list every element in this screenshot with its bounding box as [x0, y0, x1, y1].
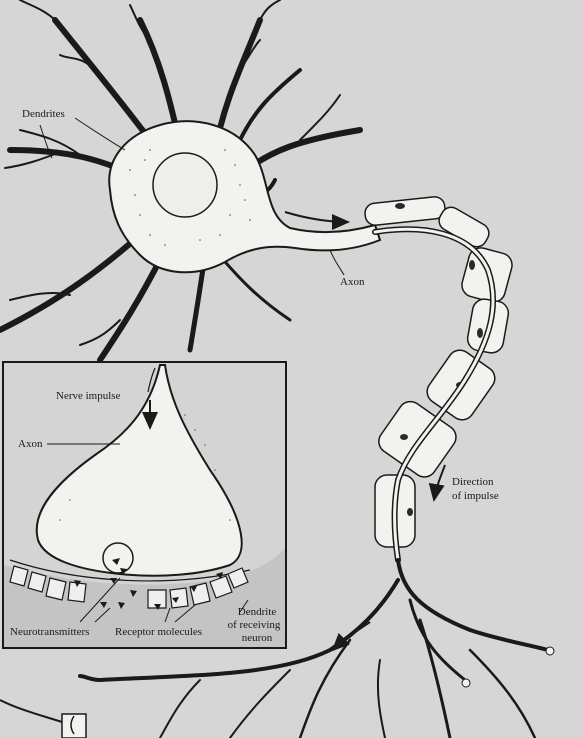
label-inset-axon: Axon: [18, 438, 43, 450]
direction-arrow: [428, 464, 446, 502]
inset-axon-terminal: [35, 364, 243, 577]
label-dendrite-line1: Dendrite: [237, 606, 277, 618]
label-dendrite-line3: neuron: [241, 632, 273, 644]
dendrite-pointer: [239, 599, 249, 613]
bottom-left-terminal: [0, 699, 87, 738]
impulse-arrow-upper: [284, 211, 350, 230]
label-direction-line2: of impulse: [452, 490, 499, 502]
label-dendrite-line2: of receiving: [227, 619, 281, 631]
cell-body-stipple: [129, 149, 251, 246]
axon-terminals: [78, 558, 555, 738]
label-neurotransmitters: Neurotransmitters: [10, 626, 90, 638]
synapse-inset: [2, 361, 287, 649]
receptor-blocks: [9, 565, 249, 609]
label-axon: Axon: [340, 276, 365, 288]
terminal-direction-arrow: [331, 621, 371, 652]
axon-pointer-line: [329, 249, 345, 276]
dendrites-pointer-lines: [39, 117, 126, 159]
label-dendrites: Dendrites: [22, 108, 65, 120]
receptor-pointer: [164, 604, 196, 623]
synaptic-vesicle: [102, 542, 134, 574]
label-nerve-impulse: Nerve impulse: [56, 390, 121, 402]
nucleus: [152, 152, 218, 218]
label-direction-line1: Direction: [452, 476, 494, 488]
label-receptor-molecules: Receptor molecules: [115, 626, 203, 638]
cell-body: [108, 120, 382, 274]
neurotransmitter-pointer: [79, 577, 121, 623]
neurotransmitter-molecules: [74, 558, 223, 610]
